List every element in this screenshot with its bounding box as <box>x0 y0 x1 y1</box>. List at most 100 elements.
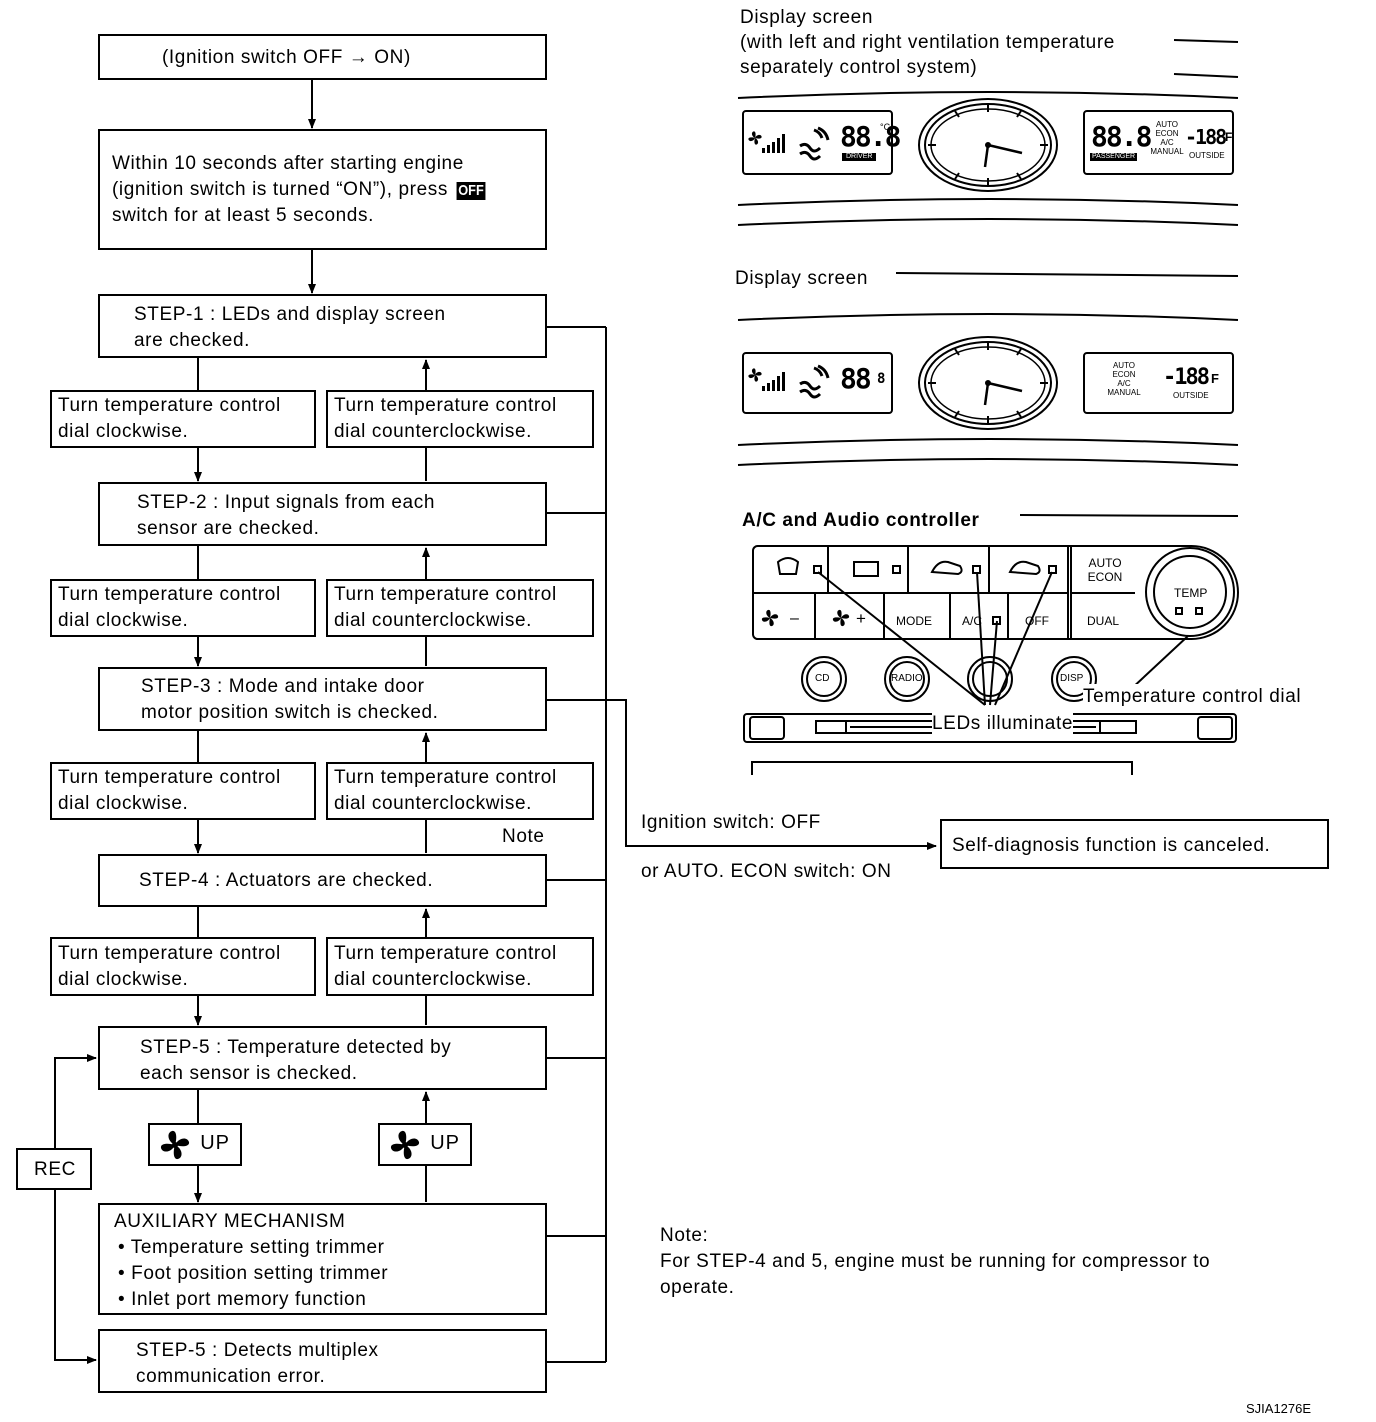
step-1-box: STEP-1 : LEDs and display screen are che… <box>98 294 547 358</box>
note-line2: operate. <box>660 1277 735 1298</box>
display2-title: Display screen <box>735 268 869 289</box>
display1-title-line2: (with left and right ventilation tempera… <box>740 32 1115 53</box>
airflow-mode-icon <box>799 364 830 399</box>
cancel-result-text: Self-diagnosis function is canceled. <box>952 835 1271 856</box>
aux-item: • Inlet port memory function <box>118 1289 367 1310</box>
fan-plus-button[interactable]: + <box>856 609 866 628</box>
aux-title: AUXILIARY MECHANISM <box>114 1211 346 1232</box>
step-3-line1: STEP-3 : Mode and intake door <box>141 676 425 697</box>
turn-clockwise-box-2: Turn temperature control dial clockwise. <box>50 579 316 637</box>
display1-left-panel: 88.8 °C DRIVER <box>742 110 901 175</box>
ccw-line1: Turn temperature control <box>334 395 557 416</box>
outside-temp-digits: -188 <box>1163 365 1210 390</box>
fan-speed-bars-icon <box>762 134 785 153</box>
off-button[interactable]: OFF <box>1025 614 1049 628</box>
mode-label-manual: MANUAL <box>1107 388 1141 397</box>
mode-label-manual: MANUAL <box>1150 147 1184 156</box>
display1-right-panel: 88.8 PASSENGER AUTO ECON A/C MANUAL -188… <box>1083 110 1234 175</box>
ccw-line2: dial counterclockwise. <box>334 969 533 990</box>
mode-label-ac: A/C <box>1160 138 1174 147</box>
display1-clock <box>918 98 1058 192</box>
ccw-line1: Turn temperature control <box>334 943 557 964</box>
mode-labels: AUTO ECON A/C MANUAL <box>1101 361 1147 397</box>
ccw-line1: Turn temperature control <box>334 584 557 605</box>
cw-line2: dial clockwise. <box>58 793 189 814</box>
fan-minus-button[interactable]: – <box>790 610 799 627</box>
rear-defrost-icon <box>853 561 879 577</box>
instruction-line2: (ignition switch is turned “ON”), press <box>112 179 448 200</box>
cw-line2: dial clockwise. <box>58 969 189 990</box>
cw-line1: Turn temperature control <box>58 395 281 416</box>
auto-econ-button-label[interactable]: AUTO ECON <box>1080 556 1130 584</box>
step-4-box: STEP-4 : Actuators are checked. <box>98 854 547 907</box>
fan-up-label: UP <box>430 1132 460 1154</box>
step-1-line1: STEP-1 : LEDs and display screen <box>134 304 446 325</box>
step-5-line1: STEP-5 : Temperature detected by <box>140 1037 452 1058</box>
final-step-line1: STEP-5 : Detects multiplex <box>136 1340 379 1361</box>
cancel-condition-2: or AUTO. ECON switch: ON <box>641 861 892 882</box>
fan-icon <box>748 131 762 145</box>
mode-label-econ: ECON <box>1155 129 1179 138</box>
outside-tag: OUTSIDE <box>1173 391 1209 400</box>
turn-counterclockwise-box-2: Turn temperature control dial counterclo… <box>326 579 594 637</box>
display2-right-panel: AUTO ECON A/C MANUAL -188 F OUTSIDE <box>1083 352 1234 414</box>
cw-line1: Turn temperature control <box>58 584 281 605</box>
driver-tag: DRIVER <box>842 153 877 161</box>
airflow-mode-icon <box>799 126 830 161</box>
instruction-line1: Within 10 seconds after starting engine <box>112 153 464 174</box>
step-2-line2: sensor are checked. <box>137 518 320 539</box>
note-title: Note: <box>660 1225 709 1246</box>
cw-line2: dial clockwise. <box>58 421 189 442</box>
fan-icon <box>160 1130 190 1160</box>
front-defrost-icon <box>776 557 800 575</box>
mode-button[interactable]: MODE <box>896 614 932 628</box>
off-switch-badge: OFF <box>456 182 486 200</box>
temp-digits: 88 <box>840 362 872 395</box>
auxiliary-mechanism-box: AUXILIARY MECHANISM • Temperature settin… <box>98 1203 547 1315</box>
fan-small-icons <box>761 609 850 627</box>
passenger-temp-digits: 88.8 <box>1091 120 1152 153</box>
step-3-line2: motor position switch is checked. <box>141 702 439 723</box>
fan-icon <box>390 1130 420 1160</box>
disp-button[interactable]: DISP <box>1060 673 1084 684</box>
temp-dial-label[interactable]: TEMP <box>1174 586 1208 600</box>
turn-counterclockwise-box-3: Turn temperature control dial counterclo… <box>326 762 594 820</box>
cw-line1: Turn temperature control <box>58 767 281 788</box>
outside-temp-unit: F <box>1211 371 1219 386</box>
outside-temp-unit: F <box>1225 130 1233 144</box>
recirculation-icon <box>1008 560 1041 576</box>
ccw-line2: dial counterclockwise. <box>334 610 533 631</box>
fan-icon <box>748 368 762 382</box>
temperature-control-dial-label: Temperature control dial <box>1083 684 1302 709</box>
econ-label: ECON <box>1087 570 1123 584</box>
final-step-box: STEP-5 : Detects multiplex communication… <box>98 1329 547 1393</box>
fan-up-box-right: UP <box>378 1123 472 1166</box>
note-line1: For STEP-4 and 5, engine must be running… <box>660 1251 1211 1272</box>
step-2-line1: STEP-2 : Input signals from each <box>137 492 435 513</box>
cw-line1: Turn temperature control <box>58 943 281 964</box>
instruction-box: Within 10 seconds after starting engine … <box>98 129 547 250</box>
radio-button[interactable]: RADIO <box>891 673 923 684</box>
figure-id: SJIA1276E <box>1246 1401 1312 1416</box>
turn-clockwise-box-3: Turn temperature control dial clockwise. <box>50 762 316 820</box>
note-marker: Note <box>502 826 545 847</box>
mode-label-auto: AUTO <box>1112 361 1136 370</box>
start-text: (Ignition switch OFF → ON) <box>162 47 411 68</box>
display1-title-line3: separately control system) <box>740 57 978 78</box>
step-2-box: STEP-2 : Input signals from each sensor … <box>98 482 547 546</box>
step-5-box: STEP-5 : Temperature detected by each se… <box>98 1026 547 1090</box>
turn-counterclockwise-box-4: Turn temperature control dial counterclo… <box>326 937 594 996</box>
mode-label-ac: A/C <box>1117 379 1131 388</box>
cw-line2: dial clockwise. <box>58 610 189 631</box>
fan-speed-bars-icon <box>762 372 785 391</box>
passenger-tag: PASSENGER <box>1090 153 1138 161</box>
cd-button[interactable]: CD <box>815 673 830 684</box>
dual-button[interactable]: DUAL <box>1087 614 1120 628</box>
auto-label: AUTO <box>1088 556 1122 570</box>
ac-button[interactable]: A/C <box>962 614 983 628</box>
display1-title-line1: Display screen <box>740 7 874 28</box>
fresh-air-icon <box>930 560 963 576</box>
rec-label: REC <box>34 1159 76 1180</box>
driver-temp-unit: °C <box>880 122 891 132</box>
